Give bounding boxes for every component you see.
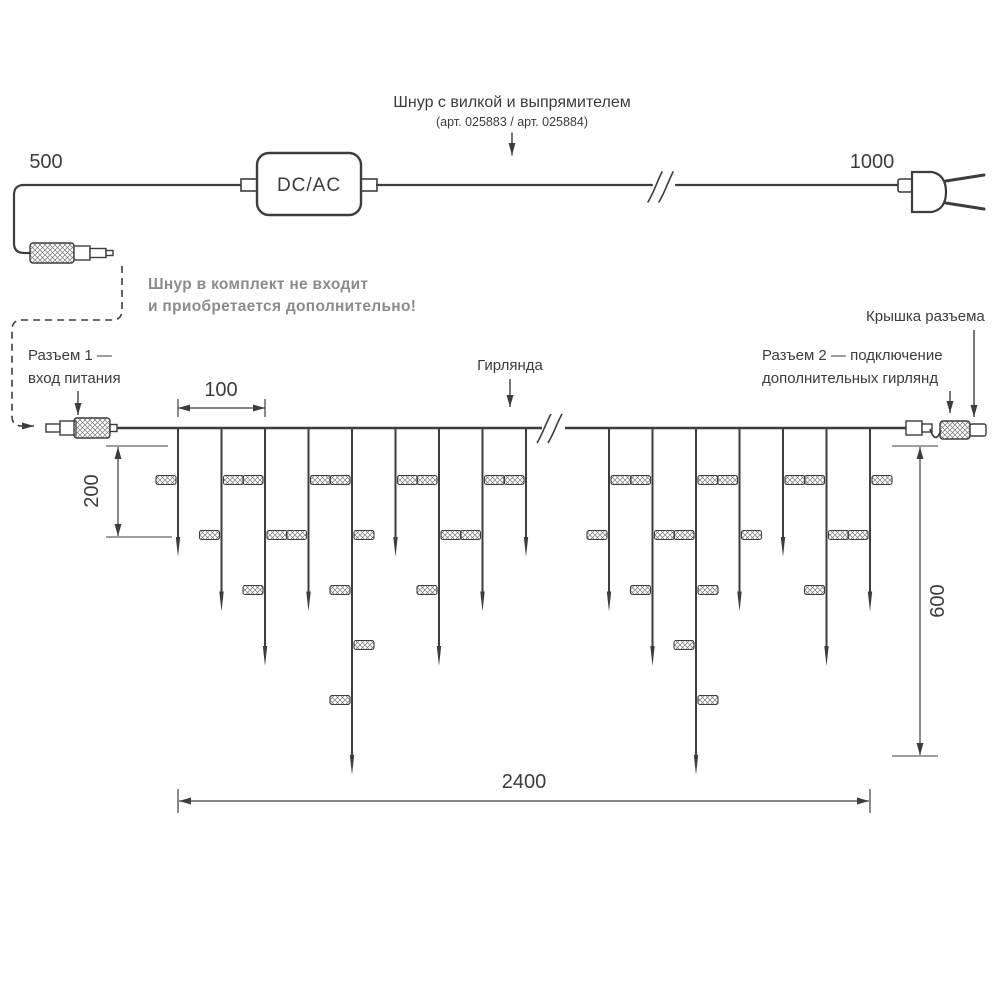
- garland-input-connector-icon: [45, 417, 118, 439]
- led-bulb-icon: [329, 584, 351, 596]
- led-bulb-icon: [697, 584, 719, 596]
- led-bulb-icon: [653, 529, 676, 541]
- led-bulb-icon: [847, 529, 869, 541]
- note-line1: Шнур в комплект не входит: [148, 276, 368, 293]
- led-bulb-icon: [673, 529, 695, 541]
- power-cord-connector-icon: [29, 242, 114, 264]
- led-bulb-icon: [329, 694, 351, 706]
- dim-right-cable: 1000: [850, 151, 895, 173]
- note-line2: и приобретается дополнительно!: [148, 298, 416, 315]
- led-bulb-icon: [740, 529, 763, 541]
- led-bulb-icon: [483, 474, 506, 486]
- led-bulb-icon: [285, 529, 308, 541]
- led-bulb-icon: [697, 694, 719, 706]
- garland-label: Гирлянда: [477, 357, 543, 374]
- garland-output-connector-icon: [905, 420, 987, 440]
- led-bulb-icon: [353, 529, 375, 541]
- led-bulb-icon: [353, 639, 375, 651]
- power-cord-section: DC/AC 500 1000 Шнур с вилкой и выпрямите…: [12, 94, 986, 264]
- dimension-first-drop: 200: [81, 445, 172, 538]
- led-bulb-icon: [871, 474, 893, 486]
- led-bulb-icon: [155, 474, 177, 486]
- dim-left-cable: 500: [29, 151, 62, 173]
- dcac-label: DC/AC: [277, 175, 341, 196]
- led-bulb-icon: [242, 474, 264, 486]
- connector1-label-line2: вход питания: [28, 370, 121, 387]
- power-cord-wire-left: [12, 183, 243, 255]
- cap-label: Крышка разъема: [866, 308, 985, 325]
- led-bulb-icon: [673, 639, 695, 651]
- led-bulb-icon: [416, 584, 438, 596]
- led-bulb-icon: [784, 474, 806, 486]
- dimension-total-length: 2400: [177, 771, 871, 813]
- dashed-connection-route: [11, 266, 123, 430]
- connector2-label-line1: Разъем 2 — подключение: [762, 347, 943, 364]
- cord-break-symbol: [647, 171, 674, 203]
- mains-plug-icon: [897, 170, 986, 214]
- led-bulb-icon: [803, 584, 826, 596]
- connector1-label-line1: Разъем 1 —: [28, 347, 112, 364]
- dim-max-drop-value: 600: [927, 584, 949, 617]
- dimension-max-drop: 600: [892, 445, 949, 757]
- led-bulb-icon: [586, 529, 608, 541]
- dim-spacing-value: 100: [204, 379, 237, 401]
- led-bulb-icon: [396, 474, 419, 486]
- led-bulb-icon: [266, 529, 288, 541]
- led-bulb-icon: [803, 474, 826, 486]
- dim-first-drop-value: 200: [81, 474, 103, 507]
- led-bulb-icon: [629, 474, 652, 486]
- led-bulb-icon: [329, 474, 351, 486]
- dimension-spacing: 100: [177, 379, 266, 417]
- led-bulb-icon: [242, 584, 264, 596]
- led-bulb-icon: [222, 474, 245, 486]
- led-bulb-icon: [416, 474, 438, 486]
- garland-break-symbol: [536, 413, 563, 444]
- led-bulb-icon: [697, 474, 719, 486]
- cord-title: Шнур с вилкой и выпрямителем: [393, 94, 630, 111]
- led-bulb-icon: [610, 474, 632, 486]
- garland-drops: [155, 428, 893, 775]
- led-bulb-icon: [503, 474, 525, 486]
- led-bulb-icon: [629, 584, 652, 596]
- led-bulb-icon: [459, 529, 482, 541]
- led-bulb-icon: [309, 474, 332, 486]
- dim-total-length-value: 2400: [502, 771, 547, 793]
- led-bulb-icon: [716, 474, 739, 486]
- led-bulb-icon: [827, 529, 850, 541]
- connector2-label-line2: дополнительных гирлянд: [762, 370, 938, 387]
- dcac-converter-box: DC/AC: [240, 151, 378, 217]
- led-bulb-icon: [198, 529, 221, 541]
- garland-section: [45, 413, 987, 775]
- led-bulb-icon: [440, 529, 462, 541]
- cord-subtitle: (арт. 025883 / арт. 025884): [436, 115, 588, 129]
